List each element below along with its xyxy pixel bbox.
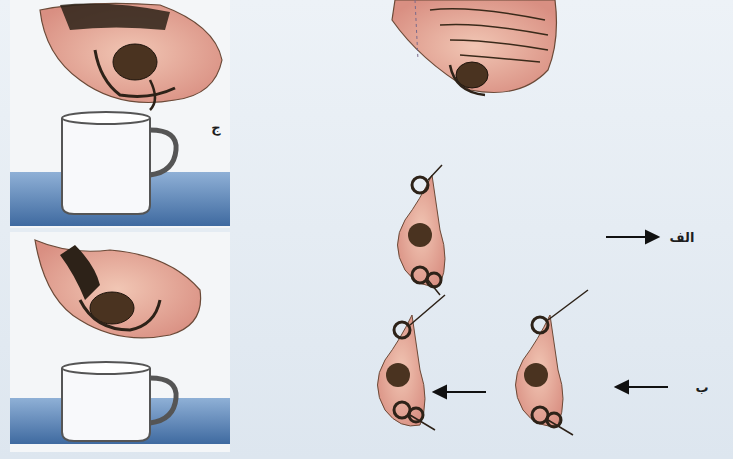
thumb (95, 50, 175, 96)
arrow-shaft (444, 391, 486, 393)
arrow-head (646, 231, 658, 243)
cup-handle (150, 378, 176, 423)
fingers (430, 9, 548, 62)
areola (113, 44, 157, 80)
thumb-ring (412, 177, 428, 193)
finger-line (428, 165, 442, 295)
breast (398, 175, 446, 286)
breast (40, 3, 222, 102)
expression-panel-bottom (10, 232, 230, 452)
cup-body (62, 368, 150, 441)
arrow-head (616, 381, 628, 393)
arrow-shaft (606, 236, 648, 238)
thumb-ring (532, 317, 548, 333)
breast (516, 315, 564, 426)
panel-background (10, 232, 230, 452)
hand-shadow (60, 4, 170, 30)
arrow-head (434, 386, 446, 398)
panel-letter: ب (695, 380, 708, 395)
finger (150, 80, 155, 110)
thumb (450, 65, 485, 95)
areola (386, 363, 410, 387)
arrow-shaft (626, 386, 668, 388)
guide-line (415, 0, 418, 60)
finger-position-a (398, 165, 446, 295)
cup-handle (150, 130, 176, 175)
expression-panel-top (10, 0, 230, 228)
finger-position-b1 (378, 295, 446, 430)
hand-shadow (60, 245, 100, 300)
finger-line (410, 295, 445, 430)
finger-ring (427, 273, 441, 287)
panel-letter: الف (670, 230, 695, 245)
breast (392, 0, 556, 93)
breast (35, 240, 201, 338)
fingers (80, 300, 160, 330)
pointer-arrows (434, 231, 668, 398)
areola (408, 223, 432, 247)
breast (378, 315, 426, 426)
panel-background (10, 0, 230, 228)
thumb-ring (394, 322, 410, 338)
cup-body (62, 118, 150, 214)
hand-position-view (392, 0, 556, 95)
panel-letter: ج (211, 120, 220, 135)
cup-rim (62, 112, 150, 124)
areola (524, 363, 548, 387)
finger-line (548, 290, 588, 435)
cup-rim (62, 362, 150, 374)
finger-position-b2 (516, 290, 589, 435)
